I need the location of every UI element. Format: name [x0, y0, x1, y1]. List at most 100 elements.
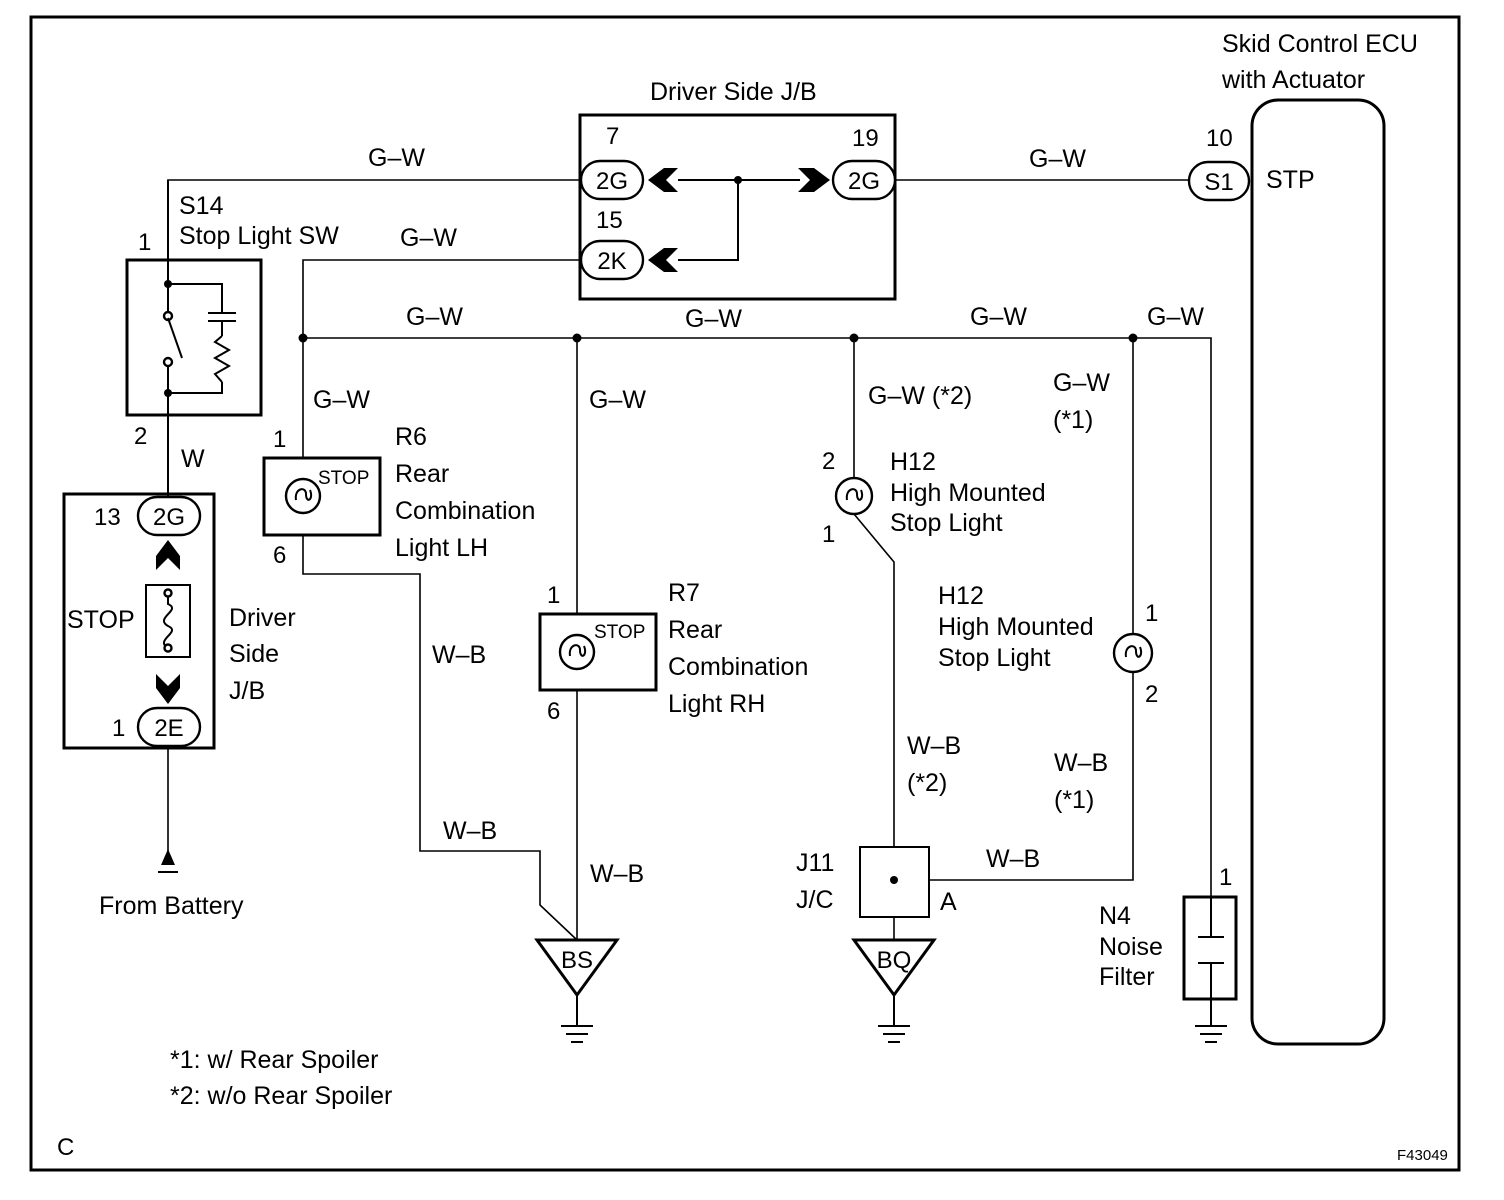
- stop-sw-name: Stop Light SW: [179, 222, 339, 250]
- ecu-pin: 10: [1206, 125, 1233, 152]
- wire-h12b-ground: [929, 671, 1134, 881]
- h12b-pin-top: 1: [1145, 600, 1158, 627]
- n4-code: N4: [1099, 902, 1131, 930]
- jb-top-internal-wire: [678, 179, 800, 261]
- h12a-filament: [845, 488, 864, 501]
- note-rear-spoiler: *1: w/ Rear Spoiler: [170, 1046, 378, 1074]
- bus-junction-1: [298, 333, 308, 343]
- h12b-filament: [1124, 645, 1143, 658]
- wire-label-wb-r6: W–B: [432, 641, 486, 669]
- wire-label-wb-r6-lower: W–B: [443, 817, 497, 845]
- jb-left-conn-2g-label: 2G: [153, 504, 185, 531]
- r7-bulb-icon: [558, 633, 596, 671]
- r6-code: R6: [395, 423, 427, 451]
- r6-pin-top: 1: [273, 426, 286, 453]
- stop-light-switch: [125, 258, 263, 417]
- corner-label: C: [57, 1134, 74, 1161]
- r7-line3: Light RH: [668, 690, 765, 718]
- ground-bs-symbol-icon: [561, 995, 593, 1043]
- wire-label-gw-h12b-1: G–W: [1053, 369, 1110, 397]
- jb-top-junction: [734, 176, 742, 184]
- r7-line2: Combination: [668, 653, 808, 681]
- j11-code: J11: [796, 849, 834, 877]
- wire-label-gw-bus-2: G–W: [685, 305, 742, 333]
- jb-left-connector-2g: [136, 495, 202, 537]
- ecu-name-line1: Skid Control ECU: [1222, 30, 1418, 58]
- wire-label-wb-h12a-2: (*2): [907, 769, 947, 797]
- stop-sw-pin-2: 2: [134, 423, 147, 450]
- jb-top-chevron-left-bottom: [648, 248, 678, 272]
- battery-label: From Battery: [99, 892, 244, 920]
- figure-code: F43049: [1397, 1147, 1448, 1164]
- fuse-stop-label: STOP: [67, 606, 135, 634]
- stop-sw-resistor: [212, 335, 232, 383]
- driver-side-jb-left: [62, 492, 216, 750]
- r6-line2: Combination: [395, 497, 535, 525]
- h12a-bulb-icon: [834, 476, 874, 516]
- wire-label-gw-h12b-2: (*1): [1053, 406, 1093, 434]
- r7-filament: [568, 644, 587, 657]
- ground-bq-triangle: [851, 938, 937, 998]
- stop-sw-code: S14: [179, 192, 224, 220]
- fuse-terminal-bottom: [163, 643, 173, 653]
- jb-left-pin-13: 13: [94, 504, 121, 531]
- battery-arrow-icon: [161, 849, 175, 865]
- jb-left-chevron-bottom: [156, 674, 180, 704]
- jb-top-title: Driver Side J/B: [650, 78, 817, 106]
- jb-top-pin-7: 7: [606, 123, 619, 150]
- n4-line2: Filter: [1099, 963, 1155, 991]
- n4-line1: Noise: [1099, 933, 1163, 961]
- wire-label-wb-h12b-2: (*1): [1054, 786, 1094, 814]
- jb-top-conn-2g-left-label: 2G: [596, 168, 628, 195]
- j11-name: J/C: [796, 886, 834, 914]
- wire-label-wb-jc: W–B: [986, 845, 1040, 873]
- jb-left-name-line1: Driver: [229, 604, 296, 632]
- stop-sw-capacitor: [208, 312, 236, 336]
- h12b-line1: High Mounted: [938, 613, 1094, 641]
- h12b-code: H12: [938, 582, 984, 610]
- stop-sw-blade: [167, 317, 183, 359]
- ecu-name-line2: with Actuator: [1221, 66, 1365, 94]
- h12b-bulb-icon: [1112, 632, 1154, 674]
- stop-sw-node-bottom: [164, 389, 172, 397]
- wire-label-gw-bus-4: G–W: [1147, 303, 1204, 331]
- wire-label-wb-h12b-1: W–B: [1054, 749, 1108, 777]
- wire-label-gw-2k: G–W: [400, 224, 457, 252]
- wire-h12a-ground: [853, 513, 895, 847]
- r7-pin-top: 1: [547, 582, 560, 609]
- r7-pin-bottom: 6: [547, 698, 560, 725]
- wire-r6-ground: [302, 536, 578, 941]
- wire-label-gw-r7: G–W: [589, 386, 646, 414]
- stop-fuse-element: [163, 594, 173, 649]
- jb-left-conn-2e-label: 2E: [154, 715, 183, 742]
- r7-code: R7: [668, 579, 700, 607]
- h12a-line2: Stop Light: [890, 509, 1003, 537]
- r6-bulb-icon: [284, 477, 322, 515]
- jb-left-pin-1: 1: [112, 715, 125, 742]
- r6-line3: Light LH: [395, 534, 488, 562]
- jb-top-pin-15: 15: [596, 207, 623, 234]
- ecu-connector-s1: [1187, 160, 1251, 202]
- wire-jb-2k-to-bus: [302, 259, 581, 458]
- r6-filament: [294, 488, 313, 501]
- ground-bs-label: BS: [561, 947, 593, 974]
- wire-label-gw-h12a: G–W (*2): [868, 382, 972, 410]
- note-no-rear-spoiler: *2: w/o Rear Spoiler: [170, 1082, 392, 1110]
- n4-capacitor-icon: [1195, 897, 1227, 1043]
- wire-switch-to-jb: [167, 179, 581, 260]
- r6-rear-combination-light-lh: [262, 456, 382, 537]
- jb-top-pin-19: 19: [852, 125, 879, 152]
- r7-rear-combination-light-rh: [538, 612, 658, 692]
- jb-top-chevron-right: [798, 168, 830, 192]
- wire-label-wb-h12a-1: W–B: [907, 732, 961, 760]
- wire-label-gw-r6: G–W: [313, 386, 370, 414]
- wire-label-w: W: [181, 445, 205, 473]
- wire-label-wb-r7: W–B: [590, 860, 644, 888]
- jb-left-name-line2: Side: [229, 640, 279, 668]
- r7-tag: STOP: [594, 622, 645, 643]
- wire-label-gw-bus-1: G–W: [406, 303, 463, 331]
- driver-side-jb-top: [578, 113, 897, 301]
- stop-sw-node-top: [164, 280, 172, 288]
- r6-line1: Rear: [395, 460, 449, 488]
- ground-bs-triangle: [534, 938, 620, 998]
